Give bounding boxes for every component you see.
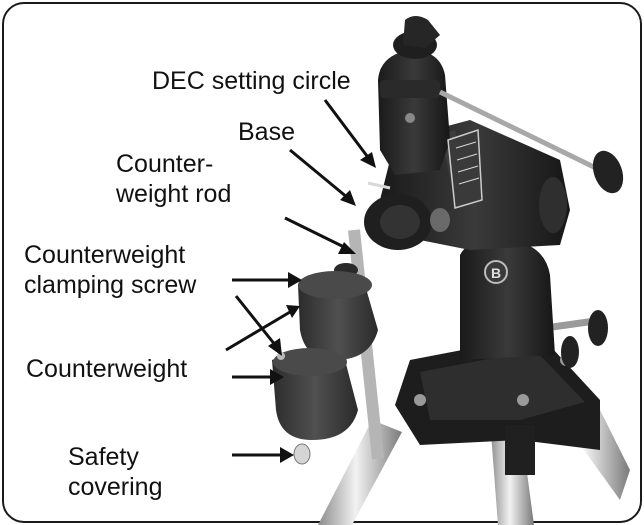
arrow-clamp-lower — [234, 295, 278, 347]
label-counterweight-rod: Counter- weight rod — [116, 150, 232, 208]
arrowhead-dec — [360, 152, 376, 168]
arrowhead-base — [340, 190, 356, 206]
counterweight-assembly — [272, 229, 385, 465]
dec-head — [378, 16, 450, 175]
label-dec-setting-circle: DEC setting circle — [152, 67, 351, 95]
arrowhead-weight-bottom — [270, 369, 284, 385]
label-safety-covering: Safety covering — [68, 443, 163, 501]
clamp-knob — [364, 194, 450, 250]
slow-motion-cable — [438, 89, 624, 194]
azimuth-block: B — [460, 239, 555, 360]
label-base: Base — [238, 118, 295, 146]
arrow-weight-top — [225, 310, 291, 352]
svg-text:B: B — [491, 265, 501, 281]
arrowhead-clamp — [288, 272, 302, 288]
leader-arrows — [225, 99, 376, 463]
label-counterweight: Counterweight — [26, 355, 188, 383]
arrowhead-clamp-lower — [268, 338, 282, 356]
dec-setting-circle — [367, 128, 483, 209]
arrowhead-safety — [280, 447, 294, 463]
arrowhead-rod — [338, 242, 356, 254]
tripod-head — [395, 335, 600, 475]
arrow-base — [289, 148, 349, 200]
label-counterweight-clamping-screw: Counterweight clamping screw — [24, 241, 197, 299]
arrowhead-weight-top — [286, 305, 300, 318]
arrow-rod — [284, 216, 347, 250]
arrow-dec — [323, 99, 372, 161]
